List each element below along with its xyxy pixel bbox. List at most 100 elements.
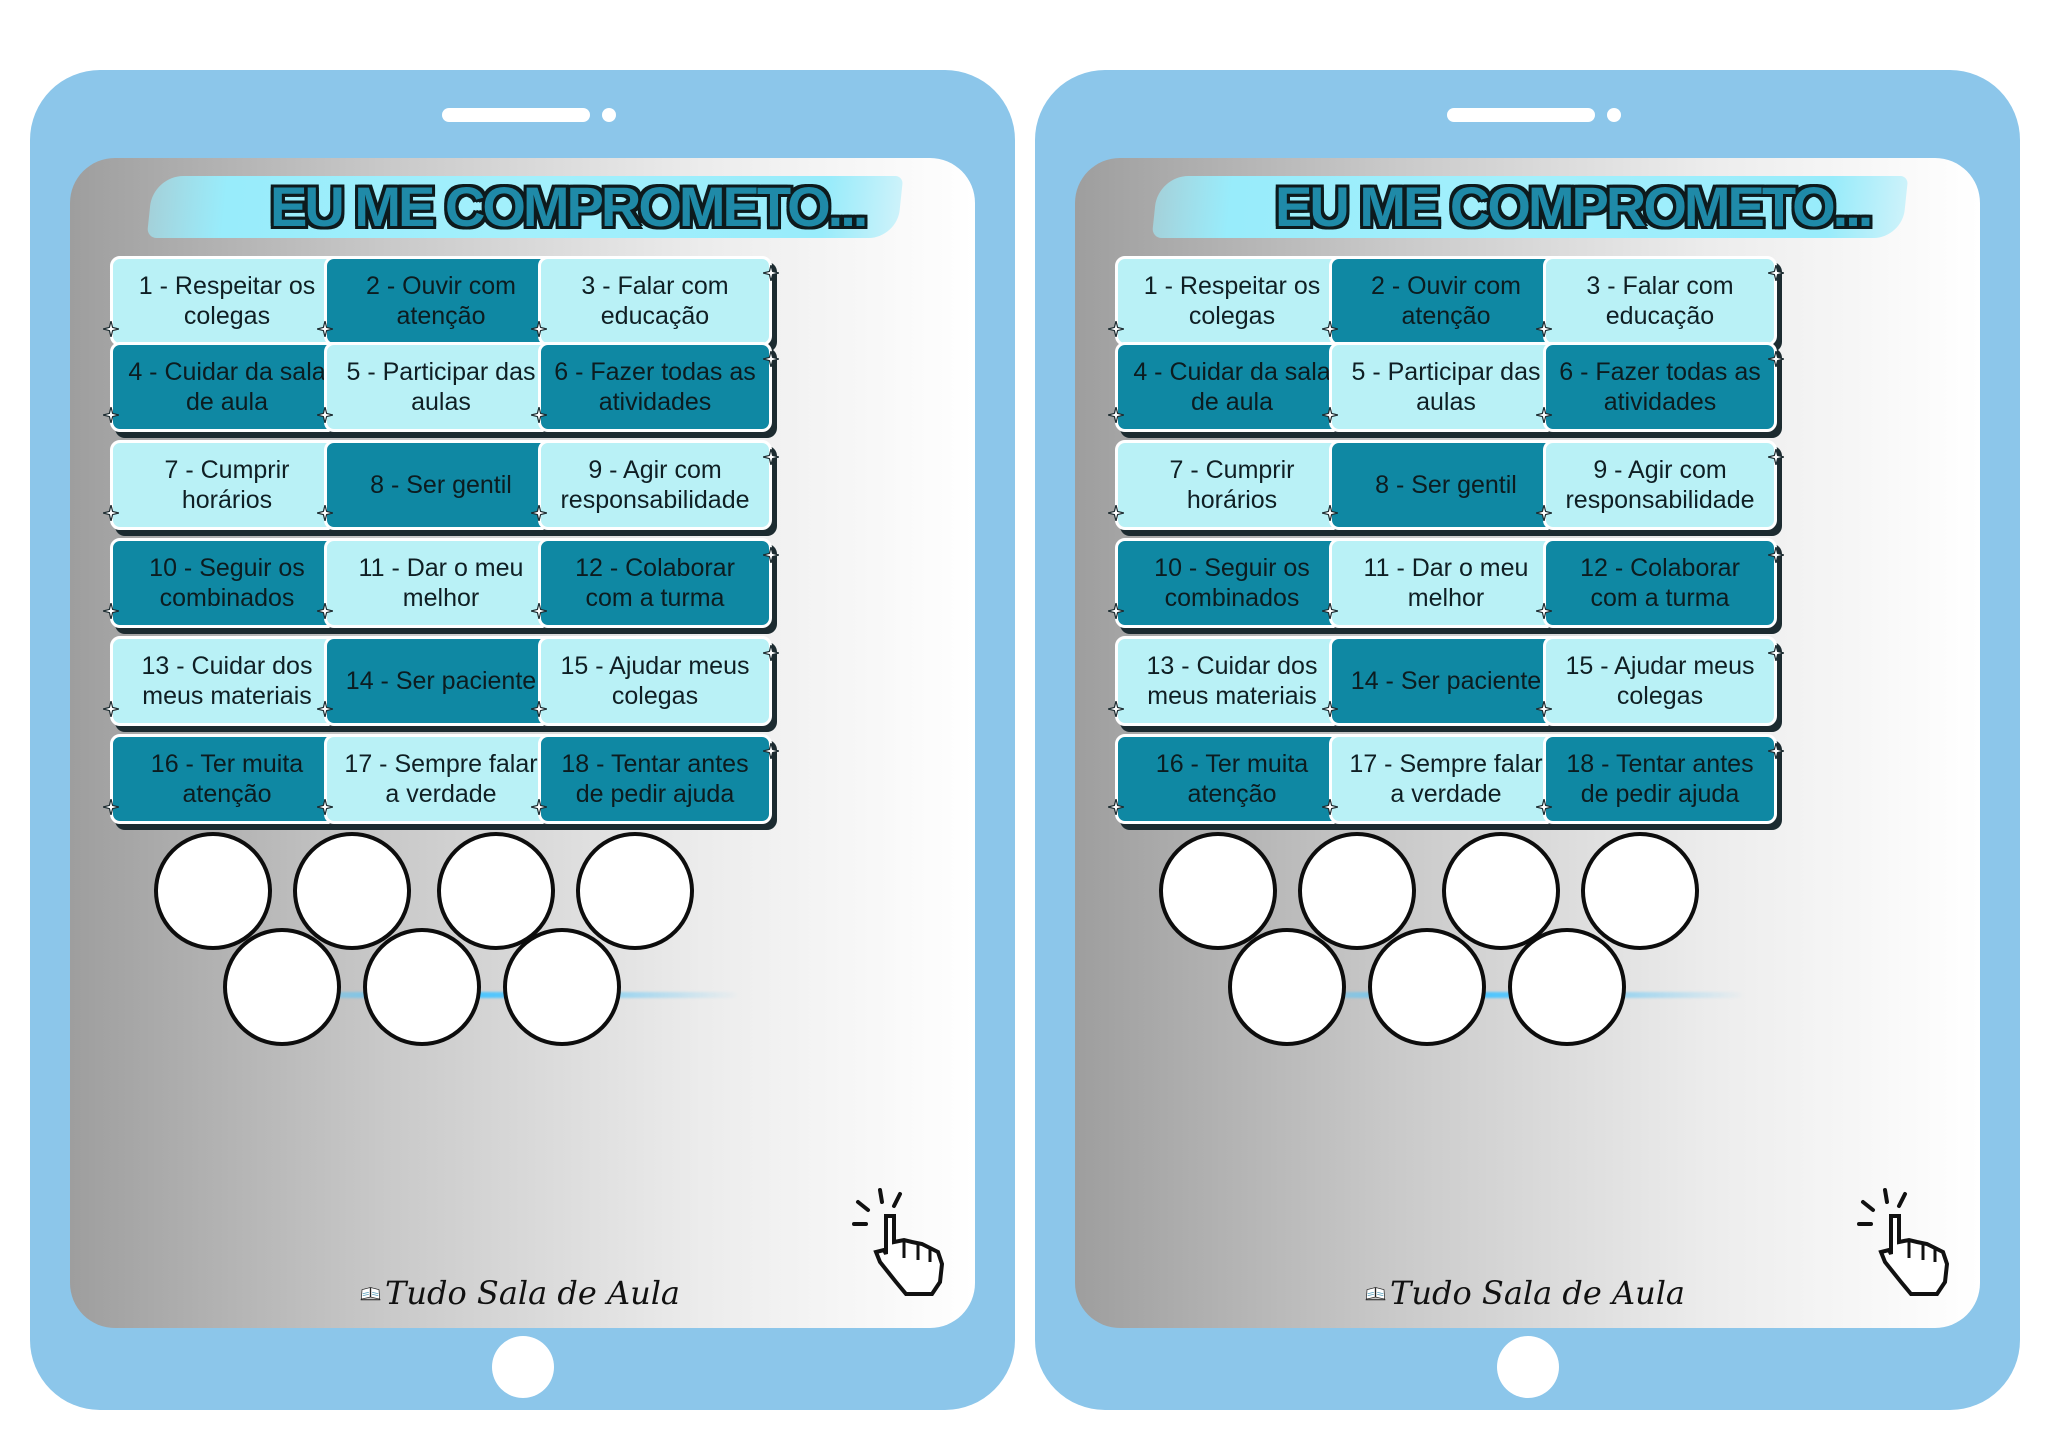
commitment-card: 18 - Tentar antes de pedir ajuda <box>531 734 779 824</box>
page-title: EU ME COMPROMETO... <box>270 175 868 238</box>
sticker-circle <box>293 832 411 950</box>
sparkle-icon <box>1536 701 1552 717</box>
commitment-text: 13 - Cuidar dos meus materiais <box>141 652 313 710</box>
commitment-text: 8 - Ser gentil <box>370 471 512 499</box>
sparkle-icon <box>1108 505 1124 521</box>
commitment-text: 3 - Falar com educação <box>1586 272 1734 330</box>
commitment-card: 13 - Cuidar dos meus materiais <box>1108 636 1356 726</box>
sticker-circle <box>154 832 272 950</box>
commitment-text: 15 - Ajudar meus colegas <box>560 652 750 710</box>
sparkle-icon <box>1768 743 1784 759</box>
sparkle-icon <box>317 321 333 337</box>
tablet-screen: EU ME COMPROMETO... 1 - Respeitar os col… <box>1075 158 1980 1328</box>
commitment-text: 9 - Agir com responsabilidade <box>1565 456 1755 514</box>
commitment-text: 8 - Ser gentil <box>1375 471 1517 499</box>
sparkle-icon <box>1108 321 1124 337</box>
sparkle-icon <box>531 321 547 337</box>
commitment-card: 17 - Sempre falar a verdade <box>1322 734 1570 824</box>
page-title: EU ME COMPROMETO... <box>1275 175 1873 238</box>
sparkle-icon <box>531 603 547 619</box>
commitment-text: 14 - Ser paciente <box>345 667 537 695</box>
commitment-card: 7 - Cumprir horários <box>1108 440 1356 530</box>
commitment-card: 10 - Seguir os combinados <box>1108 538 1356 628</box>
commitment-card: 17 - Sempre falar a verdade <box>317 734 565 824</box>
sparkle-icon <box>1322 799 1338 815</box>
commitment-card: 8 - Ser gentil <box>317 440 565 530</box>
sparkle-icon <box>1536 505 1552 521</box>
commitment-text: 18 - Tentar antes de pedir ajuda <box>561 750 749 808</box>
tablet-camera <box>602 108 616 122</box>
commitment-card: 4 - Cuidar da sala de aula <box>1108 342 1356 432</box>
sparkle-icon <box>1536 799 1552 815</box>
commitment-card: 14 - Ser paciente <box>1322 636 1570 726</box>
sparkle-icon <box>317 603 333 619</box>
commitment-card: 3 - Falar com educação <box>1536 256 1784 346</box>
commitment-text: 16 - Ter muita atenção <box>150 750 304 808</box>
tablet-right: EU ME COMPROMETO... 1 - Respeitar os col… <box>1035 70 2020 1410</box>
sparkle-icon <box>763 645 779 661</box>
sticker-circle <box>1228 928 1346 1046</box>
sparkle-icon <box>103 407 119 423</box>
sparkle-icon <box>1108 603 1124 619</box>
sparkle-icon <box>531 701 547 717</box>
commitment-text: 2 - Ouvir com atenção <box>365 272 517 330</box>
brand-name: Tudo Sala de Aula <box>385 1274 680 1312</box>
commitment-text: 11 - Dar o meu melhor <box>1363 554 1529 612</box>
sparkle-icon <box>317 799 333 815</box>
commitment-card: 2 - Ouvir com atenção <box>1322 256 1570 346</box>
sparkle-icon <box>317 505 333 521</box>
sparkle-icon <box>1768 265 1784 281</box>
commitment-text: 6 - Fazer todas as atividades <box>554 358 756 416</box>
commitment-card: 16 - Ter muita atenção <box>103 734 351 824</box>
commitment-card: 10 - Seguir os combinados <box>103 538 351 628</box>
book-icon <box>1365 1287 1386 1301</box>
commitment-text: 10 - Seguir os combinados <box>149 554 305 612</box>
sticker-circle <box>1368 928 1486 1046</box>
sticker-circle <box>363 928 481 1046</box>
sparkle-icon <box>1322 505 1338 521</box>
commitment-card: 14 - Ser paciente <box>317 636 565 726</box>
commitment-text: 13 - Cuidar dos meus materiais <box>1146 652 1318 710</box>
sticker-circle <box>1442 832 1560 950</box>
commitment-card: 7 - Cumprir horários <box>103 440 351 530</box>
tablet-speaker <box>442 108 590 122</box>
tablet-camera <box>1607 108 1621 122</box>
commitment-card: 1 - Respeitar os colegas <box>1108 256 1356 346</box>
sparkle-icon <box>1108 799 1124 815</box>
sticker-circle <box>1298 832 1416 950</box>
sticker-circle <box>503 928 621 1046</box>
commitment-card: 8 - Ser gentil <box>1322 440 1570 530</box>
commitment-text: 15 - Ajudar meus colegas <box>1565 652 1755 710</box>
commitment-text: 5 - Participar das aulas <box>346 358 536 416</box>
sparkle-icon <box>103 603 119 619</box>
sparkle-icon <box>1108 407 1124 423</box>
sticker-circle <box>1159 832 1277 950</box>
commitment-text: 7 - Cumprir horários <box>164 456 290 514</box>
sparkle-icon <box>1768 351 1784 367</box>
sparkle-icon <box>103 799 119 815</box>
sparkle-icon <box>531 799 547 815</box>
commitment-card: 11 - Dar o meu melhor <box>317 538 565 628</box>
sparkle-icon <box>1768 645 1784 661</box>
brand-logo: Tudo Sala de Aula <box>360 1268 680 1318</box>
commitment-card: 11 - Dar o meu melhor <box>1322 538 1570 628</box>
tablet-speaker <box>1447 108 1595 122</box>
commitment-text: 16 - Ter muita atenção <box>1155 750 1309 808</box>
commitment-card: 5 - Participar das aulas <box>1322 342 1570 432</box>
sticker-circle <box>1581 832 1699 950</box>
commitment-text: 12 - Colaborar com a turma <box>575 554 735 612</box>
sparkle-icon <box>317 407 333 423</box>
commitment-text: 11 - Dar o meu melhor <box>358 554 524 612</box>
commitment-card: 12 - Colaborar com a turma <box>1536 538 1784 628</box>
sparkle-icon <box>531 407 547 423</box>
commitment-card: 9 - Agir com responsabilidade <box>1536 440 1784 530</box>
commitment-text: 6 - Fazer todas as atividades <box>1559 358 1761 416</box>
sparkle-icon <box>763 265 779 281</box>
sparkle-icon <box>1536 603 1552 619</box>
commitment-text: 5 - Participar das aulas <box>1351 358 1541 416</box>
commitment-text: 3 - Falar com educação <box>581 272 729 330</box>
sparkle-icon <box>1108 701 1124 717</box>
commitment-text: 1 - Respeitar os colegas <box>1143 272 1321 330</box>
commitment-card: 4 - Cuidar da sala de aula <box>103 342 351 432</box>
